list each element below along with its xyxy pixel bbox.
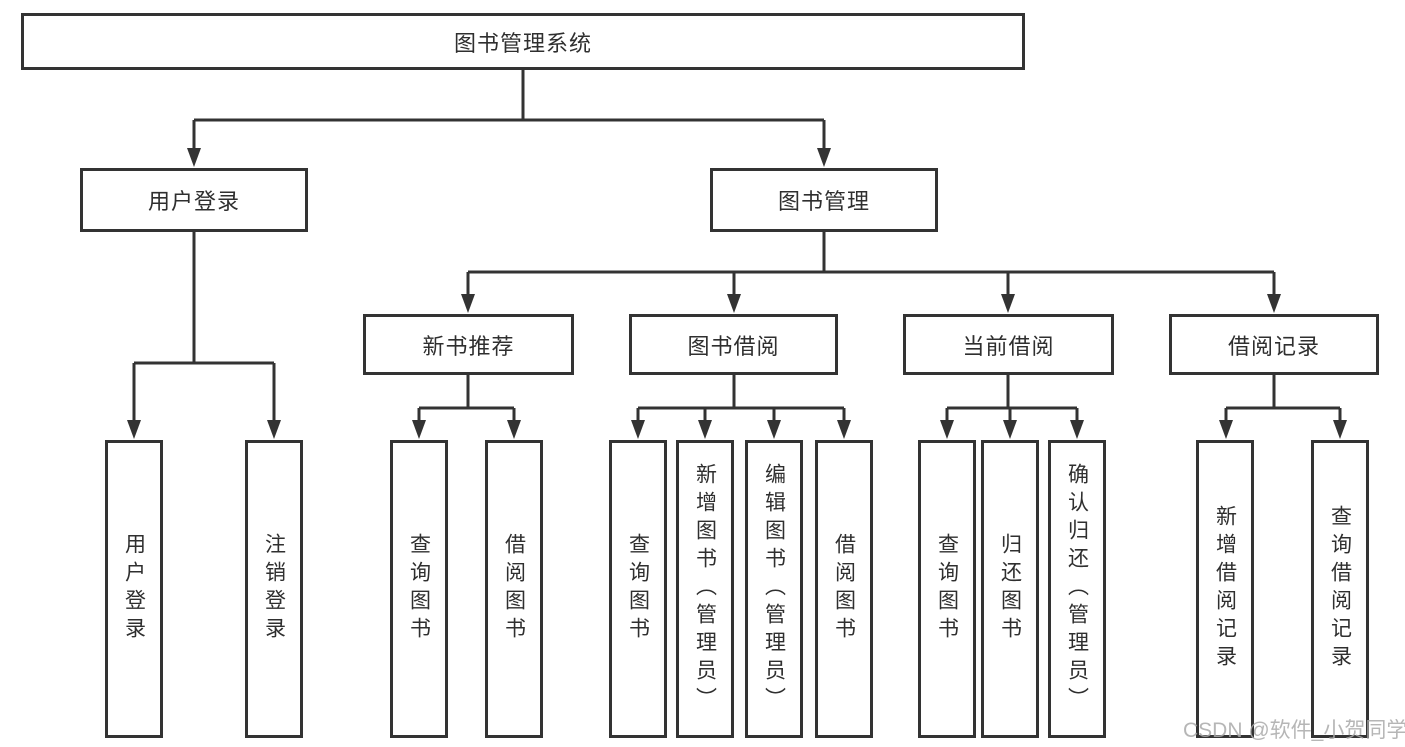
- leaf-borrow-books-recommend-label: 借阅图书: [502, 533, 526, 645]
- leaf-query-borrow-record: 查询借阅记录: [1311, 440, 1369, 738]
- node-new-book-recommend-label: 新书推荐: [422, 333, 515, 359]
- leaf-query-books-recommend: 查询图书: [390, 440, 448, 738]
- leaf-user-login: 用户登录: [105, 440, 163, 738]
- leaf-query-books-current-label: 查询图书: [935, 533, 959, 645]
- leaf-logout-label: 注销登录: [262, 533, 286, 645]
- leaf-add-books-admin: 新增图书（管理员）: [676, 440, 734, 738]
- leaf-query-books-current: 查询图书: [918, 440, 976, 738]
- leaf-edit-books-admin: 编辑图书（管理员）: [745, 440, 803, 738]
- leaf-query-books-recommend-label: 查询图书: [407, 533, 431, 645]
- node-user-login-label: 用户登录: [147, 189, 240, 214]
- leaf-borrow-books-label: 借阅图书: [832, 533, 856, 645]
- leaf-query-books-borrow-label: 查询图书: [626, 533, 650, 645]
- leaf-add-borrow-record-label: 新增借阅记录: [1213, 505, 1237, 673]
- leaf-user-login-label: 用户登录: [122, 533, 146, 645]
- node-current-borrowing-label: 当前借阅: [962, 333, 1055, 359]
- leaf-query-borrow-record-label: 查询借阅记录: [1328, 505, 1352, 673]
- leaf-confirm-return-admin: 确认归还（管理员）: [1048, 440, 1106, 738]
- node-root-system: 图书管理系统: [21, 13, 1025, 70]
- csdn-watermark: CSDN @软件_小贺同学: [1183, 719, 1405, 742]
- leaf-query-books-borrow: 查询图书: [609, 440, 667, 738]
- node-new-book-recommend: 新书推荐: [363, 314, 574, 375]
- node-book-management-label: 图书管理: [777, 189, 870, 214]
- node-current-borrowing: 当前借阅: [903, 314, 1114, 375]
- leaf-add-books-admin-label: 新增图书（管理员）: [693, 463, 717, 715]
- node-book-borrowing-label: 图书借阅: [687, 333, 780, 359]
- node-borrowing-records-label: 借阅记录: [1227, 333, 1320, 359]
- leaf-add-borrow-record: 新增借阅记录: [1196, 440, 1254, 738]
- leaf-return-books: 归还图书: [981, 440, 1039, 738]
- leaf-edit-books-admin-label: 编辑图书（管理员）: [762, 463, 786, 715]
- node-book-management: 图书管理: [710, 168, 938, 232]
- leaf-confirm-return-admin-label: 确认归还（管理员）: [1065, 463, 1089, 715]
- arrowheads: [127, 148, 1347, 439]
- node-book-borrowing: 图书借阅: [629, 314, 838, 375]
- node-user-login: 用户登录: [80, 168, 308, 232]
- leaf-borrow-books: 借阅图书: [815, 440, 873, 738]
- leaf-borrow-books-recommend: 借阅图书: [485, 440, 543, 738]
- node-borrowing-records: 借阅记录: [1169, 314, 1379, 375]
- node-root-label: 图书管理系统: [453, 30, 592, 56]
- leaf-return-books-label: 归还图书: [998, 533, 1022, 645]
- leaf-logout: 注销登录: [245, 440, 303, 738]
